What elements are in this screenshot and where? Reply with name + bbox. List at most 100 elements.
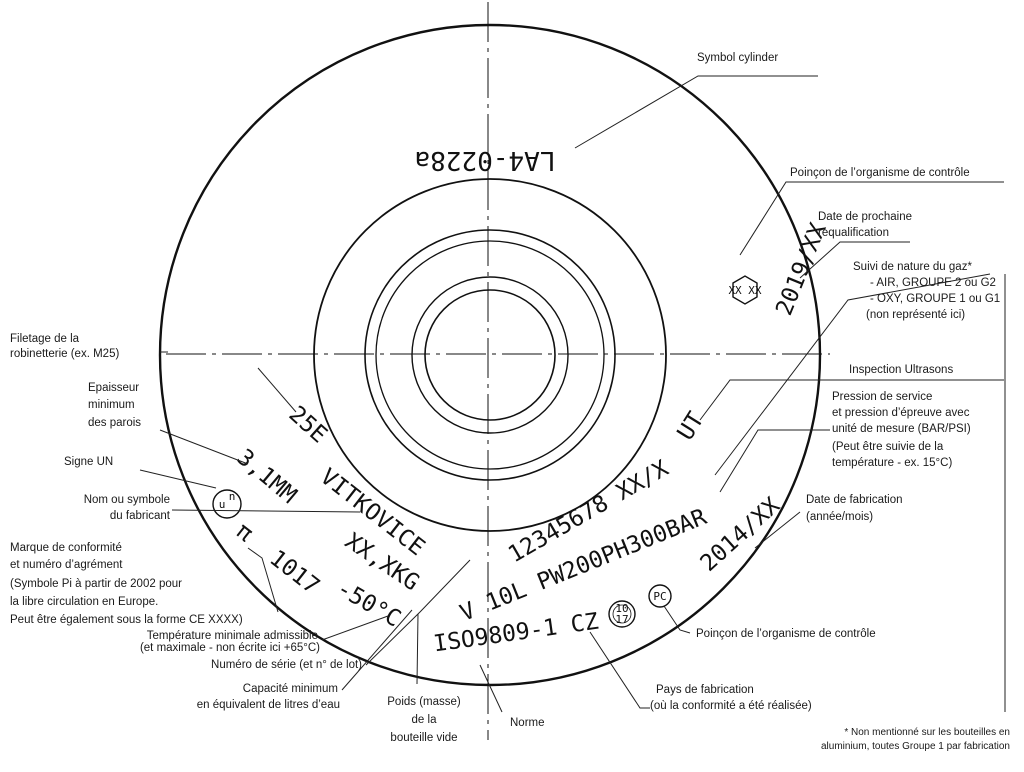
stamp-un-u: u <box>219 498 226 511</box>
svg-text:(Peut être suivie de la: (Peut être suivie de la <box>832 441 944 453</box>
svg-text:la libre circulation en Europe: la libre circulation en Europe. <box>10 596 158 608</box>
label-pression: Pression de service et pression d’épreuv… <box>832 391 971 469</box>
leader-temperature <box>321 615 389 641</box>
svg-text:Pression de service: Pression de service <box>832 391 932 403</box>
svg-text:et pression d’épreuve avec: et pression d’épreuve avec <box>832 407 970 419</box>
leader-nom <box>171 509 361 513</box>
stamp-pc: PC <box>648 584 672 608</box>
stamp-hex-text: XX XX <box>728 284 761 297</box>
svg-text:robinetterie (ex. M25): robinetterie (ex. M25) <box>10 348 119 360</box>
stamp-hex-top: XX XX <box>728 275 762 305</box>
svg-text:Date de prochaine: Date de prochaine <box>818 211 912 223</box>
stamp-approval-no: 1017 <box>264 545 324 600</box>
neck-ring-outer <box>364 229 616 481</box>
label-pays: Pays de fabrication (où la conformité a … <box>650 684 812 712</box>
leader-fabrication <box>754 511 801 549</box>
label-nom: Nom ou symbole du fabricant <box>84 494 171 522</box>
svg-text:Date de fabrication: Date de fabrication <box>806 494 903 506</box>
leader-marque <box>247 547 279 613</box>
svg-text:Pays de fabrication: Pays de fabrication <box>656 684 754 696</box>
leader-serie <box>365 559 471 666</box>
leader-signe-un <box>139 469 217 489</box>
svg-text:(où la conformité a été réalis: (où la conformité a été réalisée) <box>650 700 812 712</box>
svg-text:Epaisseur: Epaisseur <box>88 382 139 394</box>
stamp-round-10-17: 10 17 <box>608 600 636 628</box>
label-symbol-cylinder: Symbol cylinder <box>697 52 778 64</box>
leader-poids <box>416 613 419 685</box>
stamp-wall-thickness: 3,1MM <box>232 444 302 508</box>
svg-text:des parois: des parois <box>88 417 141 429</box>
label-signe-un: Signe UN <box>64 456 113 468</box>
svg-text:température - ex. 15°C): température - ex. 15°C) <box>832 457 952 469</box>
svg-text:(non représenté ici): (non représenté ici) <box>866 309 965 321</box>
leader-poincon-bottom <box>663 605 691 634</box>
leader-epaisseur <box>159 429 249 465</box>
stamp-un-n: n <box>229 490 236 503</box>
leader-symbol-cylinder <box>574 75 818 149</box>
svg-text:Suivi de nature du gaz*: Suivi de nature du gaz* <box>853 261 972 273</box>
svg-text:- OXY, GROUPE 1 ou G1: - OXY, GROUPE 1 ou G1 <box>870 293 1000 305</box>
stamp-top-code: LA4-0228a <box>415 145 556 175</box>
label-filetage: Filetage de la robinetterie (ex. M25) <box>10 333 119 360</box>
label-requal: Date de prochaine requalification <box>818 211 912 239</box>
svg-text:(Symbole Pi à partir de 2002 p: (Symbole Pi à partir de 2002 pour <box>10 578 182 590</box>
label-epaisseur: Epaisseur minimum des parois <box>88 382 141 429</box>
label-poincon-bottom: Poinçon de l’organisme de contrôle <box>696 628 876 640</box>
svg-text:bouteille vide: bouteille vide <box>390 732 457 744</box>
svg-text:* Non mentionné sur les boutei: * Non mentionné sur les bouteilles en <box>844 727 1010 738</box>
leader-requal <box>799 241 910 279</box>
label-ultrasons: Inspection Ultrasons <box>849 364 953 376</box>
svg-text:Marque de conformité: Marque de conformité <box>10 542 122 554</box>
stamp-ut: UT <box>673 408 710 445</box>
svg-text:aluminium, toutes Groupe 1 pa: aluminium, toutes Groupe 1 par fabricati… <box>821 741 1010 752</box>
label-fabrication: Date de fabrication (année/mois) <box>806 494 903 523</box>
label-capacite: Capacité minimum en équivalent de litres… <box>197 683 340 711</box>
svg-text:Température minimale admissibl: Température minimale admissible <box>147 630 318 642</box>
svg-text:Nom ou symbole: Nom ou symbole <box>84 494 170 506</box>
label-serie: Numéro de série (et n° de lot) <box>211 659 362 671</box>
svg-text:du fabricant: du fabricant <box>110 510 171 522</box>
outer-rim <box>158 23 822 687</box>
label-footnote: * Non mentionné sur les bouteilles en al… <box>821 727 1010 752</box>
svg-text:Filetage de la: Filetage de la <box>10 333 80 345</box>
svg-text:(année/mois): (année/mois) <box>806 511 873 523</box>
leader-gas <box>714 273 991 476</box>
leader-poincon-top <box>739 181 1004 256</box>
shoulder-ring <box>313 178 667 532</box>
label-norme: Norme <box>510 717 545 729</box>
neck-ring-inner <box>411 276 569 434</box>
svg-text:minimum: minimum <box>88 399 135 411</box>
label-poincon-top: Poinçon de l’organisme de contrôle <box>790 167 970 179</box>
label-temperature: Température minimale admissible (et maxi… <box>140 630 320 654</box>
neck-ring-mid <box>375 240 605 470</box>
label-marque: Marque de conformité et numéro d’agrémen… <box>10 542 243 626</box>
svg-text:requalification: requalification <box>818 227 889 239</box>
stamp-10-text: 10 <box>615 602 628 615</box>
stamp-test-pressure: 25E <box>284 401 332 448</box>
leader-test-pressure <box>257 367 297 413</box>
leader-pays <box>589 631 650 709</box>
svg-text:Capacité minimum: Capacité minimum <box>243 683 338 695</box>
svg-text:Peut être également sous la fo: Peut être également sous la forme CE XXX… <box>10 614 243 626</box>
label-gas: Suivi de nature du gaz* - AIR, GROUPE 2 … <box>853 261 1000 321</box>
svg-text:en équivalent de litres d’eau: en équivalent de litres d’eau <box>197 699 340 711</box>
svg-text:unité de mesure (BAR/PSI): unité de mesure (BAR/PSI) <box>832 423 971 435</box>
svg-text:de la: de la <box>412 714 438 726</box>
leader-capacite <box>341 609 413 691</box>
leader-pression <box>719 429 830 493</box>
svg-text:et numéro d’agrément: et numéro d’agrément <box>10 559 123 571</box>
svg-text:Poids (masse): Poids (masse) <box>387 696 461 708</box>
leader-norme <box>479 664 503 713</box>
svg-text:- AIR, GROUPE 2 ou G2: - AIR, GROUPE 2 ou G2 <box>870 277 996 289</box>
stamp-un: u n <box>212 489 242 519</box>
stamp-pi-mark: π <box>231 518 258 547</box>
svg-text:(et maximale - non écrite ici: (et maximale - non écrite ici +65°C) <box>140 642 320 654</box>
valve-thread-ring <box>424 289 556 421</box>
stamp-pc-text: PC <box>653 590 666 603</box>
label-poids: Poids (masse) de la bouteille vide <box>387 696 461 744</box>
leader-ultrasons <box>699 379 1004 421</box>
stamp-standard: ISO9809-1 CZ <box>432 609 600 658</box>
stamp-17-text: 17 <box>615 613 628 626</box>
